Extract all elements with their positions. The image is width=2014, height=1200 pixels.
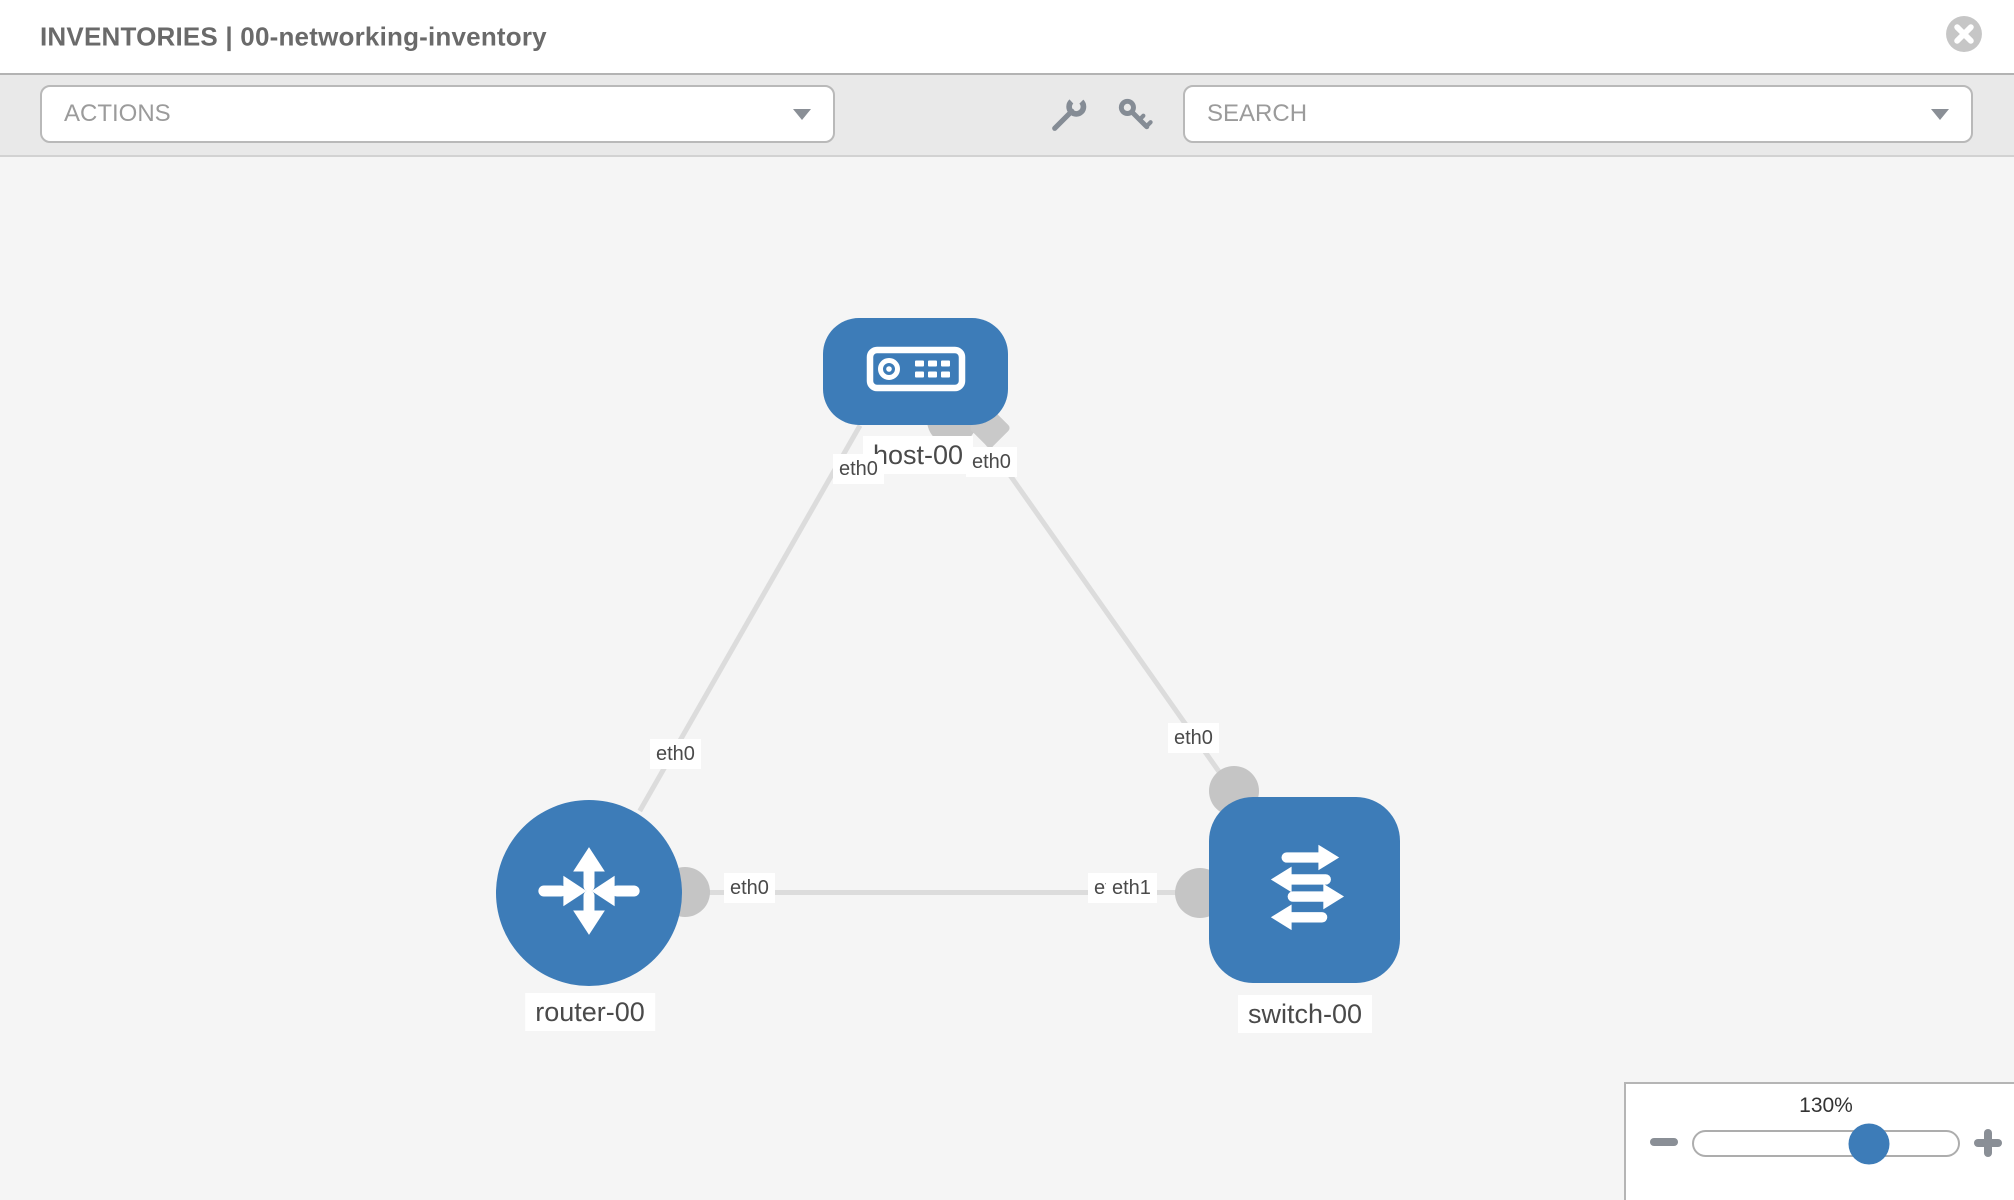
zoom-panel: 130% bbox=[1624, 1082, 2014, 1200]
interface-label-switch-eth1: eth1 bbox=[1106, 873, 1157, 903]
toolbar: ACTIONS SEARCH bbox=[0, 75, 2014, 157]
actions-dropdown[interactable]: ACTIONS bbox=[40, 85, 835, 143]
host-icon bbox=[866, 346, 966, 397]
interface-label-host-eth0-left: eth0 bbox=[833, 454, 884, 484]
switch-icon bbox=[1242, 827, 1368, 954]
search-dropdown-label: SEARCH bbox=[1207, 100, 1308, 127]
chevron-down-icon bbox=[793, 108, 811, 120]
close-button[interactable] bbox=[1944, 15, 1984, 55]
topology-canvas[interactable]: host-00 router-00 switch-00 eth0 eth0 et… bbox=[0, 157, 2014, 1200]
chevron-down-icon bbox=[1931, 108, 1949, 120]
close-icon bbox=[1945, 16, 1983, 56]
router-icon bbox=[528, 830, 650, 957]
link-router-switch[interactable] bbox=[640, 890, 1205, 895]
zoom-out-icon[interactable] bbox=[1650, 1138, 1678, 1146]
node-label-switch-00: switch-00 bbox=[1237, 995, 1373, 1034]
node-router-00[interactable] bbox=[496, 800, 682, 986]
zoom-level-label: 130% bbox=[1799, 1094, 1853, 1117]
zoom-slider[interactable] bbox=[1692, 1123, 1960, 1164]
node-switch-00[interactable] bbox=[1209, 797, 1400, 983]
actions-dropdown-label: ACTIONS bbox=[64, 100, 171, 127]
zoom-slider-thumb[interactable] bbox=[1848, 1123, 1890, 1164]
key-icon[interactable] bbox=[1116, 96, 1156, 136]
wrench-icon[interactable] bbox=[1048, 95, 1088, 135]
interface-label-router-eth0-lan: eth0 bbox=[724, 873, 775, 903]
page-title: INVENTORIES | 00-networking-inventory bbox=[40, 21, 547, 51]
interface-label-switch-eth0: eth0 bbox=[1168, 723, 1219, 753]
search-dropdown[interactable]: SEARCH bbox=[1183, 85, 1973, 143]
zoom-in-icon[interactable] bbox=[1974, 1129, 2002, 1157]
header: INVENTORIES | 00-networking-inventory bbox=[0, 0, 2014, 75]
node-label-router-00: router-00 bbox=[525, 993, 655, 1032]
interface-label-host-eth0-right: eth0 bbox=[966, 447, 1017, 477]
node-host-00[interactable] bbox=[823, 318, 1008, 425]
interface-label-router-eth0-uplink: eth0 bbox=[650, 739, 701, 769]
